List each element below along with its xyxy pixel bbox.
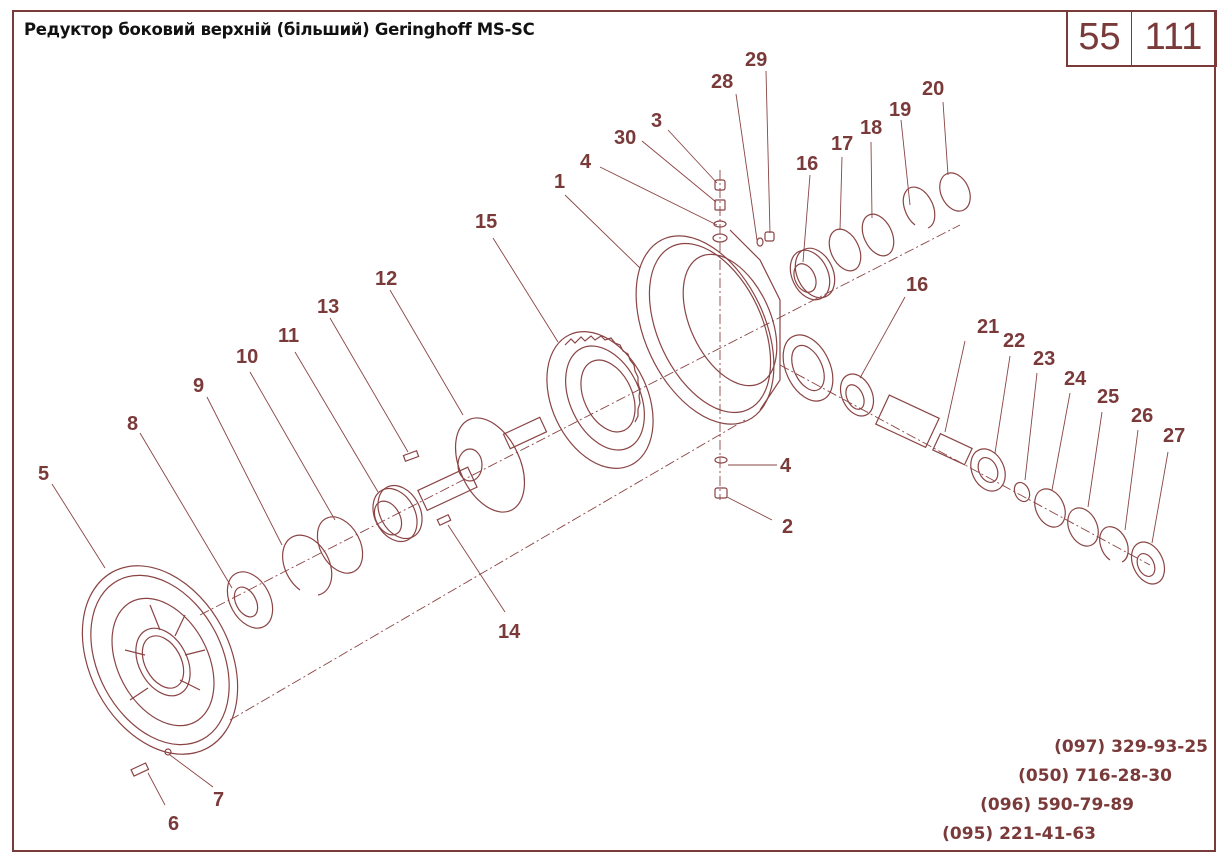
callout-10: 10 xyxy=(236,346,258,368)
part-1-housing xyxy=(635,229,834,425)
part-28-washer xyxy=(756,237,764,247)
page-title: Редуктор боковий верхній (більший) Gerin… xyxy=(24,20,535,39)
part-3-plug xyxy=(714,179,726,191)
callout-28: 28 xyxy=(711,71,733,93)
callout-15: 15 xyxy=(475,211,497,233)
part-24-ring xyxy=(1034,488,1066,528)
part-20-seal xyxy=(939,172,971,212)
callout-22: 22 xyxy=(1003,330,1025,352)
part-10-ring xyxy=(316,516,364,574)
callout-30: 30 xyxy=(614,127,636,149)
callout-1: 1 xyxy=(554,171,565,193)
pinion-axis-line xyxy=(779,364,1151,566)
callout-24: 24 xyxy=(1064,368,1087,390)
callout-26: 26 xyxy=(1131,405,1153,427)
part-22-bearing xyxy=(970,448,1006,492)
callout-6: 6 xyxy=(168,813,179,835)
phone-2: (050) 716-28-30 xyxy=(1018,766,1172,786)
callout-16-upper: 16 xyxy=(796,153,818,175)
callout-4-top: 4 xyxy=(580,151,592,173)
phone-3: (096) 590-79-89 xyxy=(980,795,1134,815)
lower-axis-line xyxy=(229,419,746,721)
page-number-box: 55 111 xyxy=(1066,10,1217,67)
callout-11: 11 xyxy=(278,325,299,347)
callout-13: 13 xyxy=(317,296,339,318)
callout-20: 20 xyxy=(922,78,944,100)
callout-17: 17 xyxy=(831,133,853,155)
section-number: 55 xyxy=(1068,10,1132,65)
part-16-bearing-lower xyxy=(839,373,875,417)
part-6-bolt xyxy=(130,762,150,777)
part-21-pinion xyxy=(874,394,973,466)
part-15-ring-gear xyxy=(546,331,654,469)
phone-4: (095) 221-41-63 xyxy=(942,824,1096,844)
callout-29: 29 xyxy=(745,49,767,71)
part-12-hub-shaft xyxy=(417,416,548,513)
part-27-seal xyxy=(1130,541,1166,585)
part-19-circlip xyxy=(902,186,936,229)
callout-8: 8 xyxy=(127,413,138,435)
page-number: 111 xyxy=(1144,16,1203,58)
contact-phones: (097) 329-93-25 (050) 716-28-30 (096) 59… xyxy=(942,733,1208,849)
part-17-ring xyxy=(828,228,862,272)
callout-21: 21 xyxy=(977,316,999,338)
part-16-bearing-upper xyxy=(789,247,836,301)
part-4-washer-bottom xyxy=(714,456,728,464)
phone-1: (097) 329-93-25 xyxy=(1054,737,1208,757)
part-5-cover xyxy=(81,565,239,755)
callout-labels: 1 2 3 4 4 5 6 7 8 9 10 11 12 13 14 15 16… xyxy=(38,49,1185,835)
callout-18: 18 xyxy=(860,117,882,139)
callout-7: 7 xyxy=(213,789,224,811)
part-8-seal xyxy=(226,571,274,629)
callout-2: 2 xyxy=(782,516,793,538)
callout-5: 5 xyxy=(38,463,49,485)
part-25-ring xyxy=(1067,507,1099,547)
part-18-ring xyxy=(861,213,895,257)
callout-23: 23 xyxy=(1033,348,1055,370)
callout-16-lower: 16 xyxy=(906,274,928,296)
part-14-pin xyxy=(436,513,452,527)
part-23-spacer xyxy=(1013,481,1031,503)
part-2-plug xyxy=(714,487,728,499)
callout-4-bottom: 4 xyxy=(780,455,792,477)
upper-axis-line xyxy=(199,224,961,616)
part-26-circlip xyxy=(1099,526,1129,563)
part-7-washer xyxy=(164,748,172,756)
part-13-bolt xyxy=(402,450,420,462)
part-11-bearing xyxy=(372,484,423,543)
part-29-plug xyxy=(764,231,775,242)
part-30-fitting xyxy=(714,199,726,211)
leader-lines xyxy=(51,70,1169,806)
axis-lines xyxy=(199,170,1151,721)
part-9-circlip xyxy=(282,534,333,596)
callout-3: 3 xyxy=(651,110,662,132)
callout-9: 9 xyxy=(193,375,204,397)
callout-25: 25 xyxy=(1097,386,1119,408)
callout-12: 12 xyxy=(375,268,397,290)
callout-14: 14 xyxy=(498,621,521,643)
callout-27: 27 xyxy=(1163,425,1185,447)
callout-19: 19 xyxy=(889,99,911,121)
page-frame xyxy=(12,10,1216,852)
